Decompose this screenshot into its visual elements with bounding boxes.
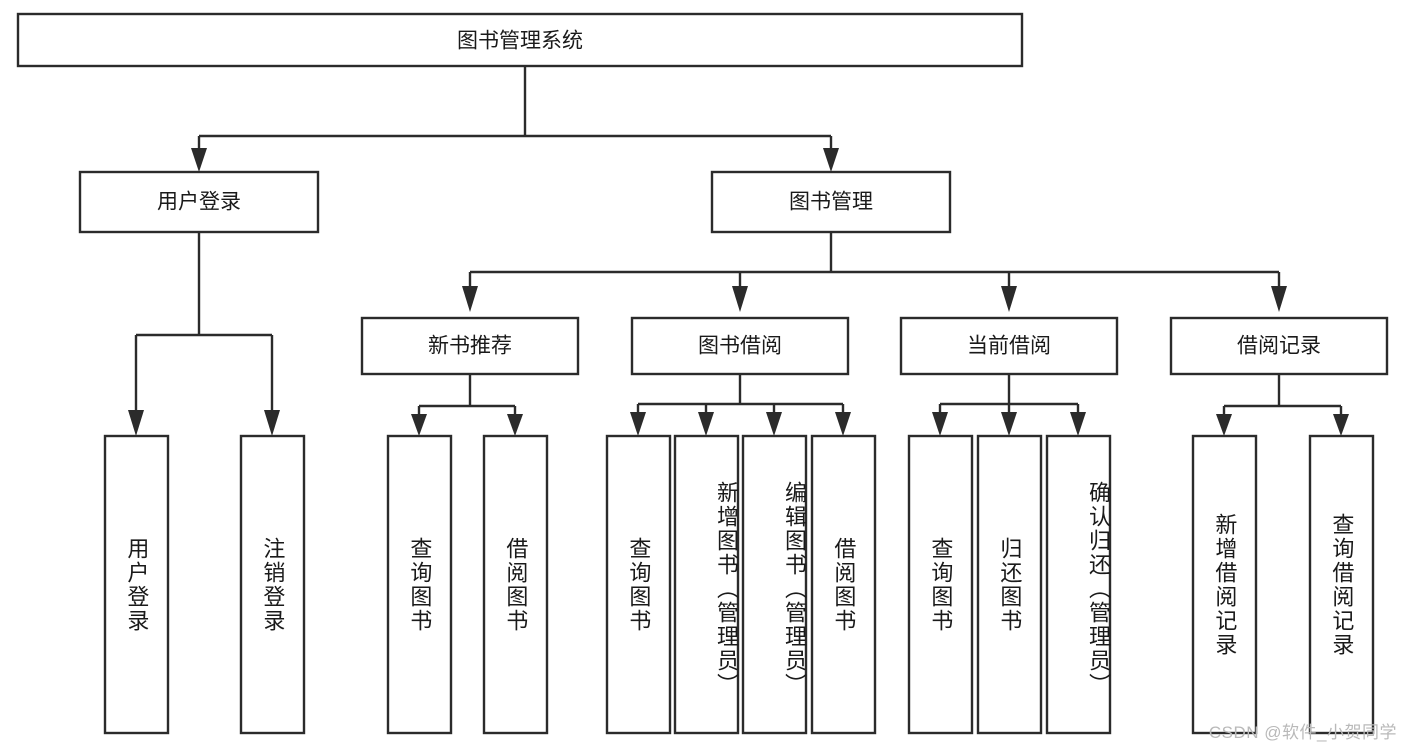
leaf-box-edit-book[interactable] (741, 434, 808, 735)
node-label: 新书推荐 (428, 335, 512, 358)
arrow-head-icon (823, 148, 839, 172)
arrow-head-icon (1001, 286, 1017, 312)
node-root-system[interactable]: 图书管理系统 (16, 12, 1024, 68)
node-book-management[interactable]: 图书管理 (710, 170, 952, 234)
arrow-head-icon (732, 286, 748, 312)
node-book-borrow[interactable]: 图书借阅 (630, 316, 850, 376)
node-label: 当前借阅 (967, 335, 1051, 358)
leaf-box-query-record[interactable] (1308, 434, 1375, 735)
arrow-head-icon (932, 412, 948, 436)
node-box-shape (360, 316, 580, 376)
watermark-text: CSDN @软件_小贺同学 (1208, 723, 1397, 742)
connector-bookmgmt-to-level3 (462, 232, 1287, 312)
leaf-box-query-book-3[interactable] (907, 434, 974, 735)
arrow-head-icon (630, 412, 646, 436)
arrow-head-icon (128, 410, 144, 436)
leaf-box-return-book[interactable] (976, 434, 1043, 735)
connector-borrow-to-leaves (630, 374, 851, 436)
node-box-shape (78, 170, 320, 234)
node-borrow-record[interactable]: 借阅记录 (1169, 316, 1389, 376)
arrow-head-icon (1333, 414, 1349, 436)
node-current-borrow[interactable]: 当前借阅 (899, 316, 1119, 376)
leaf-box-confirm-return[interactable] (1045, 434, 1112, 735)
arrow-head-icon (835, 412, 851, 436)
leaf-boxes-current-borrow (907, 434, 1112, 735)
arrow-head-icon (191, 148, 207, 172)
connector-root-to-level2 (191, 66, 839, 172)
node-label: 图书管理 (789, 191, 873, 214)
leaf-box-borrow-book-1[interactable] (482, 434, 549, 735)
arrow-head-icon (1001, 412, 1017, 436)
node-label: 借阅记录 (1237, 335, 1321, 358)
arrow-head-icon (507, 414, 523, 436)
leaf-box-query-book-1[interactable] (386, 434, 453, 735)
leaf-box-logout[interactable] (239, 434, 306, 735)
node-label: 图书管理系统 (457, 30, 583, 53)
arrow-head-icon (1070, 412, 1086, 436)
leaf-boxes-borrow-record (1191, 434, 1375, 735)
arrow-head-icon (1271, 286, 1287, 312)
connector-newbook-to-leaves (411, 374, 523, 436)
leaf-boxes-book-borrow (605, 434, 877, 735)
connector-current-to-leaves (932, 374, 1086, 436)
node-label: 图书借阅 (698, 335, 782, 358)
connector-record-to-leaves (1216, 374, 1349, 436)
node-box-shape (1169, 316, 1389, 376)
leaf-box-add-book[interactable] (673, 434, 740, 735)
node-box-shape (899, 316, 1119, 376)
node-box-shape (630, 316, 850, 376)
arrow-head-icon (1216, 414, 1232, 436)
node-box-shape (16, 12, 1024, 68)
node-box-shape (710, 170, 952, 234)
arrow-head-icon (411, 414, 427, 436)
arrow-head-icon (766, 412, 782, 436)
arrow-head-icon (264, 410, 280, 436)
node-label: 用户登录 (157, 191, 241, 214)
leaf-boxes-user-login (103, 434, 306, 735)
node-user-login[interactable]: 用户登录 (78, 170, 320, 234)
arrow-head-icon (698, 412, 714, 436)
leaf-box-borrow-book-2[interactable] (810, 434, 877, 735)
arrow-head-icon (462, 286, 478, 312)
leaf-boxes-new-book (386, 434, 549, 735)
connector-userlogin-to-leaves (128, 232, 280, 436)
leaf-box-user-login[interactable] (103, 434, 170, 735)
leaf-box-add-record[interactable] (1191, 434, 1258, 735)
node-new-book-recommend[interactable]: 新书推荐 (360, 316, 580, 376)
leaf-box-query-book-2[interactable] (605, 434, 672, 735)
